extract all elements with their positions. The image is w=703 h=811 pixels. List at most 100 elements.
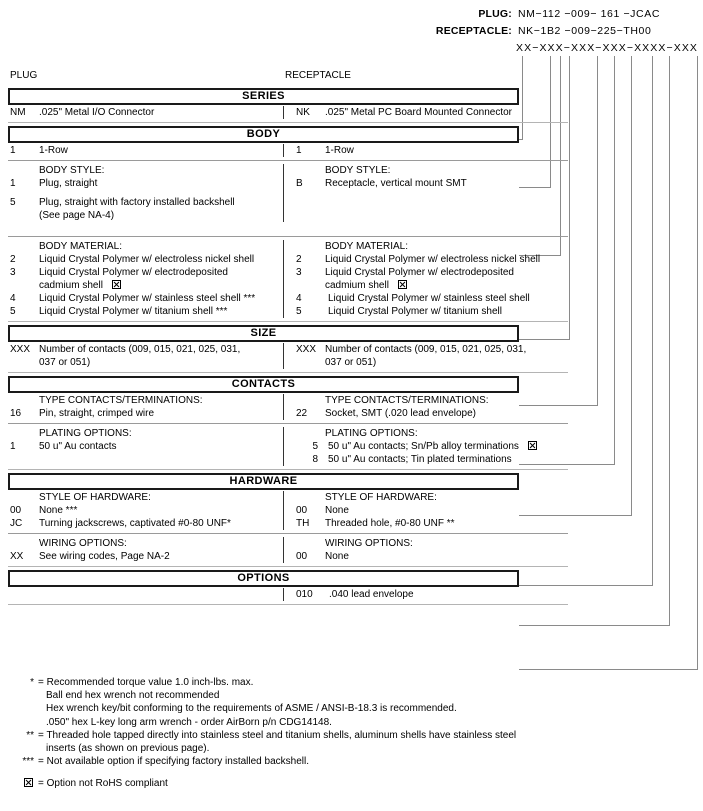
option-desc: .040 lead envelope: [329, 589, 414, 600]
receptacle-column: TYPE CONTACTS/TERMINATIONS: 22 Socket, S…: [283, 394, 558, 420]
section-body-row-group: 1 1-Row 1 1-Row: [8, 144, 568, 157]
subsection-title: WIRING OPTIONS:: [325, 538, 413, 549]
option-row: 5 Liquid Crystal Polymer w/ titanium she…: [10, 305, 283, 318]
plug-column: STYLE OF HARDWARE: 00 None *** JC Turnin…: [8, 491, 283, 530]
option-desc: Number of contacts (009, 015, 021, 025, …: [325, 344, 527, 355]
footnote-marker: **: [26, 729, 34, 741]
option-row: B Receptacle, vertical mount SMT: [296, 177, 558, 190]
section-divider: [8, 566, 568, 567]
option-code: NK: [296, 107, 310, 118]
subsection-title: BODY MATERIAL:: [325, 241, 408, 252]
leader-body-material-vertical: [569, 56, 570, 340]
option-desc: Plug, straight with factory installed ba…: [39, 197, 235, 208]
option-desc: .025" Metal I/O Connector: [39, 107, 155, 118]
plug-column: NM .025" Metal I/O Connector: [8, 106, 283, 119]
option-row: 1 1-Row: [296, 144, 558, 157]
option-row: 4 Liquid Crystal Polymer w/ stainless st…: [296, 292, 558, 305]
plug-column: 1 1-Row: [8, 144, 283, 157]
section-banner-body: BODY: [8, 126, 519, 143]
option-code: 4: [10, 293, 16, 304]
option-code: XXX: [296, 344, 317, 355]
option-code: 1: [10, 145, 16, 156]
option-code: 4: [296, 293, 302, 304]
section-banner-options: OPTIONS: [8, 570, 519, 587]
option-desc: Liquid Crystal Polymer w/ electrodeposit…: [39, 267, 228, 278]
option-desc: Socket, SMT (.020 lead envelope): [325, 408, 477, 419]
option-code: 16: [10, 408, 22, 419]
column-header-receptacle: RECEPTACLE: [285, 70, 351, 81]
option-desc: Turning jackscrews, captivated #0-80 UNF…: [39, 518, 231, 529]
rohs-legend-icon-wrap: [8, 777, 34, 790]
footnote-single-asterisk: * = Recommended torque value 1.0 inch-lb…: [8, 676, 608, 689]
footnote-marker: ***: [22, 756, 34, 768]
option-row: 4 Liquid Crystal Polymer w/ stainless st…: [10, 292, 283, 305]
section-banner-hardware: HARDWARE: [8, 473, 519, 490]
option-code: 00: [296, 551, 308, 562]
option-row: 2 Liquid Crystal Polymer w/ electroless …: [296, 253, 558, 266]
section-options-group: 010 .040 lead envelope: [8, 588, 568, 601]
footnote-line: inserts (as shown on previous page).: [46, 743, 210, 755]
subsection-title: STYLE OF HARDWARE:: [39, 492, 151, 503]
subsection-title: BODY MATERIAL:: [39, 241, 122, 252]
option-desc: 50 u" Au contacts: [39, 441, 117, 452]
rohs-noncompliant-icon: [24, 778, 33, 788]
option-row: 3 Liquid Crystal Polymer w/ electrodepos…: [10, 266, 283, 279]
subsection-title: PLATING OPTIONS:: [325, 428, 418, 439]
option-continuation: cadmium shell: [39, 279, 283, 292]
option-continuation: (See page NA-4): [39, 210, 115, 221]
receptacle-column: BODY MATERIAL: 2 Liquid Crystal Polymer …: [283, 240, 558, 318]
section-wiring-group: WIRING OPTIONS: XX See wiring codes, Pag…: [8, 537, 568, 563]
part-number-row-plug: PLUG: NM−112 −009− 161 −JCAC: [0, 6, 703, 22]
part-number-breakdown-table: PLUG RECEPTACLE SERIES NM .025" Metal I/…: [8, 70, 568, 608]
option-row: 00 None: [296, 504, 558, 517]
option-desc: None: [325, 505, 349, 516]
option-row: NM .025" Metal I/O Connector: [10, 106, 283, 119]
rohs-noncompliant-icon: [111, 280, 121, 289]
option-continuation: 037 or 051): [325, 357, 377, 368]
plug-column: PLATING OPTIONS: 1 50 u" Au contacts: [8, 427, 283, 466]
subsection-title: TYPE CONTACTS/TERMINATIONS:: [325, 395, 489, 406]
option-row: TH Threaded hole, #0-80 UNF **: [296, 517, 558, 530]
receptacle-column: XXX Number of contacts (009, 015, 021, 0…: [283, 343, 558, 369]
section-body-material-group: BODY MATERIAL: 2 Liquid Crystal Polymer …: [8, 240, 568, 318]
option-code: 010: [296, 589, 313, 600]
option-desc: Liquid Crystal Polymer w/ titanium shell: [328, 306, 502, 317]
option-row: JC Turning jackscrews, captivated #0-80 …: [10, 517, 283, 530]
section-hardware-style-group: STYLE OF HARDWARE: 00 None *** JC Turnin…: [8, 491, 568, 530]
section-divider: [8, 604, 568, 605]
footnote-line: .050" hex L-key long arm wrench - order …: [46, 716, 332, 728]
footnote-spacer: [8, 768, 608, 777]
option-desc-text: 50 u" Au contacts; Sn/Pb alloy terminati…: [328, 441, 519, 452]
option-row: 010 .040 lead envelope: [296, 588, 558, 601]
option-desc: Liquid Crystal Polymer w/ stainless stee…: [39, 293, 256, 304]
option-code: TH: [296, 518, 310, 529]
option-row-empty: [10, 588, 283, 601]
option-continuation: cadmium shell: [325, 279, 558, 292]
option-desc: Liquid Crystal Polymer w/ stainless stee…: [328, 293, 530, 304]
option-code: 5: [10, 306, 16, 317]
option-row: 22 Socket, SMT (.020 lead envelope): [296, 407, 558, 420]
leader-wiring-horizontal: [519, 625, 670, 626]
part-number-row-mask: XX−XXX−XXX−XXX−XXXX−XXX: [0, 40, 703, 56]
option-code: 5: [296, 306, 302, 317]
receptacle-column: NK .025" Metal PC Board Mounted Connecto…: [283, 106, 558, 119]
option-code: 1: [10, 178, 16, 189]
leader-options-horizontal: [519, 669, 698, 670]
leader-plating-vertical: [631, 56, 632, 516]
plug-part-number: NM−112 −009− 161 −JCAC: [518, 8, 661, 20]
option-code: 3: [296, 267, 302, 278]
plug-column: [8, 588, 283, 601]
leader-options-vertical: [697, 56, 698, 670]
receptacle-column: PLATING OPTIONS: 5 50 u" Au contacts; Sn…: [283, 427, 558, 466]
subsection-divider: [8, 160, 568, 161]
option-continuation: 037 or 051): [39, 357, 91, 368]
option-continuation-text: cadmium shell: [39, 280, 103, 291]
option-row-spacer: [10, 453, 283, 466]
option-code: 5: [312, 441, 318, 452]
option-row: 00 None: [296, 550, 558, 563]
subsection-divider: [8, 423, 568, 424]
plug-column: BODY STYLE: 1 Plug, straight 5 Plug, str…: [8, 164, 283, 222]
option-desc: None ***: [39, 505, 78, 516]
subsection-title: TYPE CONTACTS/TERMINATIONS:: [39, 395, 203, 406]
column-header-plug: PLUG: [10, 70, 38, 81]
